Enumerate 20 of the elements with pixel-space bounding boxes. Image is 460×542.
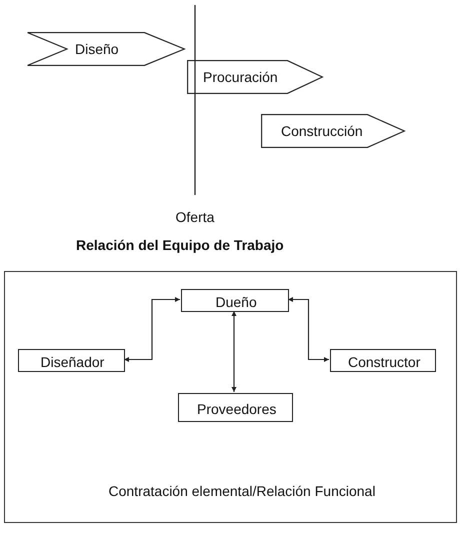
section-heading: Relación del Equipo de Trabajo [76, 237, 284, 253]
role-label: Dueño [216, 294, 257, 310]
phase-label: Procuración [203, 69, 278, 85]
frame-caption: Contratación elemental/Relación Funcional [108, 483, 376, 499]
phase-block [261, 114, 405, 148]
phase-label: Construcción [281, 123, 363, 139]
double-headed-arrow [124, 297, 180, 362]
role-box [330, 349, 436, 372]
role-label: Diseñador [40, 354, 104, 370]
milestone-label: Oferta [176, 209, 214, 225]
role-box [18, 349, 125, 372]
role-box [178, 393, 293, 422]
phase-label: Diseño [75, 41, 119, 57]
role-box [181, 289, 289, 312]
double-headed-arrow [232, 311, 236, 392]
phase-block [187, 60, 323, 94]
role-label: Constructor [348, 354, 420, 370]
double-headed-arrow [288, 297, 329, 362]
phase-block [27, 32, 185, 66]
role-label: Proveedores [197, 400, 276, 416]
